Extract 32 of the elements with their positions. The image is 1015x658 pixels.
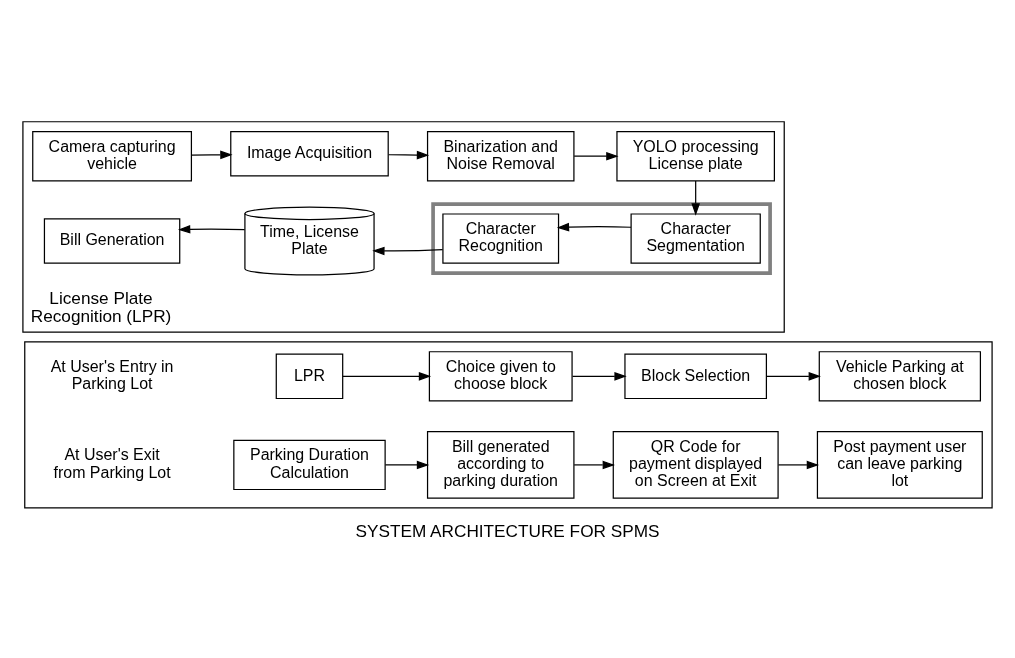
node-box: Binarization and Noise Removal — [426, 131, 575, 182]
arrow — [387, 150, 430, 160]
arrow — [384, 460, 430, 470]
arrow — [342, 372, 432, 381]
label: At User's Entry in Parking Lot — [50, 357, 174, 393]
node-box: Camera capturing vehicle — [32, 131, 193, 182]
arrow — [190, 150, 233, 160]
arrow — [573, 151, 619, 161]
arrow — [372, 246, 444, 256]
node-box: YOLO processing License plate — [616, 131, 775, 182]
arrow — [571, 372, 627, 381]
node-box: Bill generated according to parking duration — [426, 431, 575, 499]
diagram-title: SYSTEM ARCHITECTURE FOR SPMS — [355, 520, 660, 541]
node-box: Character Segmentation — [630, 213, 761, 264]
arrow — [178, 225, 246, 234]
node-box: Block Selection — [624, 353, 767, 400]
node-box: Character Recognition — [442, 213, 560, 264]
node-box: QR Code for payment displayed on Screen at Exit — [612, 431, 779, 499]
arrow — [573, 460, 615, 470]
node-box: Choice given to choose block — [428, 351, 573, 402]
node-box: Image Acquisition — [230, 131, 389, 177]
node-box: Post payment user can leave parking lot — [816, 431, 983, 499]
arrow — [777, 460, 820, 470]
node-box: LPR — [275, 353, 344, 400]
arrow — [766, 372, 821, 381]
node-box: Vehicle Parking at chosen block — [818, 351, 981, 402]
arrow — [556, 222, 632, 232]
label: At User's Exit from Parking Lot — [53, 446, 171, 481]
node-box: Parking Duration Calculation — [233, 439, 386, 491]
node-box: Bill Generation — [43, 218, 181, 264]
arrow — [691, 180, 700, 216]
cluster — [24, 341, 993, 509]
